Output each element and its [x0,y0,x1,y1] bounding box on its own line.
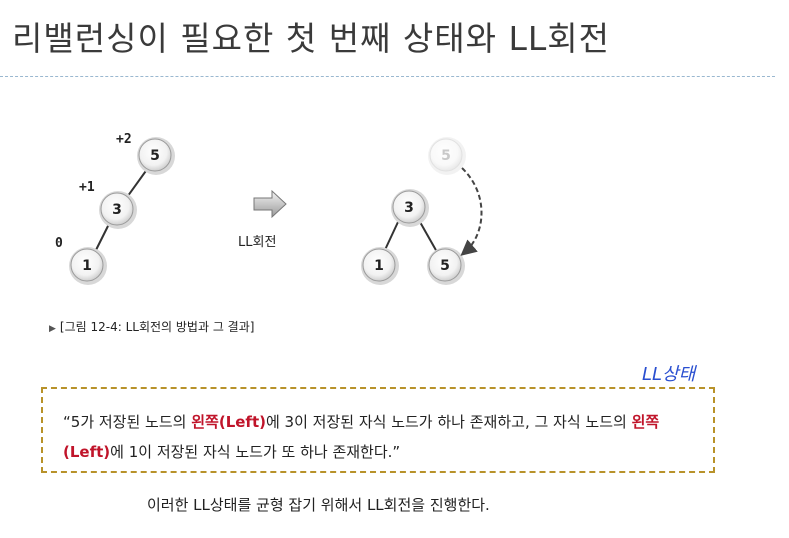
definition-text: “5가 저장된 노드의 왼쪽(Left)에 3이 저장된 자식 노드가 하나 존… [63,407,693,467]
edge-3-5-right [419,221,438,253]
triangle-bullet-icon: ▶ [49,324,56,334]
page-title: 리밸런싱이 필요한 첫 번째 상태와 LL회전 [12,19,610,58]
figure-caption: ▶[그림 12-4: LL회전의 방법과 그 결과] [49,318,254,335]
node-key-label: 3 [404,200,414,216]
tree-node-3: 3 [391,189,429,227]
node-key-label: 5 [150,148,160,164]
node-key-label: 1 [374,258,384,274]
highlight-left: 왼쪽(Left) [63,413,660,461]
balance-factor-label: 0 [55,236,63,251]
right-arrow-icon [253,189,287,219]
title-divider [0,76,775,77]
quote-part: 에 1이 저장된 자식 노드가 또 하나 존재한다.” [110,443,401,461]
tree-node-1: 1 [69,247,107,285]
rotation-curve-arrow [460,167,483,256]
highlight-left: 왼쪽(Left) [191,413,266,431]
tree-node-5-faded: 5 [428,137,466,175]
summary-text: 이러한 LL상태를 균형 잡기 위해서 LL회전을 진행한다. [147,496,490,514]
caption-text: [그림 12-4: LL회전의 방법과 그 결과] [59,320,255,334]
node-key-label: 1 [82,258,92,274]
tree-node-5: 5 [137,137,175,175]
quote-part: 에 3이 저장된 자식 노드가 하나 존재하고, 그 자식 노드의 [265,413,632,431]
node-key-label: 5 [440,258,450,274]
tree-node-1: 1 [361,247,399,285]
definition-box: “5가 저장된 노드의 왼쪽(Left)에 3이 저장된 자식 노드가 하나 존… [41,387,715,473]
balance-factor-label: +2 [116,132,132,147]
ll-state-label: LL상태 [642,364,696,385]
edge-3-1-right [383,221,399,253]
balance-factor-label: +1 [79,180,95,195]
tree-node-5: 5 [427,247,465,285]
node-key-label: 3 [112,202,122,218]
edge-3-1 [93,221,111,255]
rotation-label: LL회전 [238,235,276,250]
node-key-label: 5 [441,148,451,164]
tree-node-3: 3 [99,191,137,229]
quote-part: “5가 저장된 노드의 [63,413,192,431]
